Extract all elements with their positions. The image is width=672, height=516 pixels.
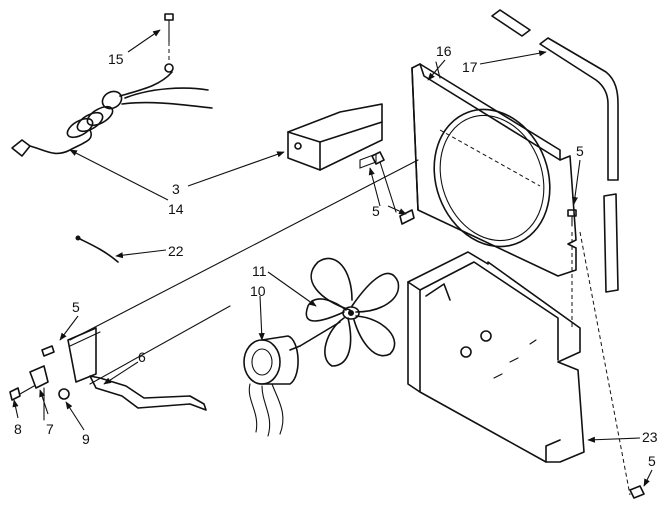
screw-part-5-right	[567, 209, 577, 227]
power-cord-part-14	[11, 71, 213, 157]
base-pan-part-23	[407, 251, 585, 463]
callout-7: 7	[46, 421, 54, 437]
callout-23: 23	[642, 429, 658, 445]
callout-17: 17	[462, 59, 478, 75]
screw-part-15	[164, 13, 174, 73]
motor-mount-part-6	[67, 327, 207, 411]
callout-5-left: 5	[72, 299, 80, 315]
callout-5-top: 5	[372, 203, 380, 219]
callout-10: 10	[250, 283, 266, 299]
callout-8: 8	[14, 421, 22, 437]
fan-shroud-part-16	[411, 61, 577, 277]
clip-part-7	[29, 365, 49, 421]
callout-5-right: 5	[576, 143, 584, 159]
callout-labels: 15 16 17 3 14 5 5 22 11 10 5 6 8 7 9 23 …	[14, 43, 658, 469]
nut-part-9	[58, 388, 70, 400]
fan-blade-part-11	[305, 257, 400, 367]
callout-3: 3	[172, 181, 180, 197]
callout-16: 16	[436, 43, 452, 59]
control-bracket-part-3	[287, 103, 383, 171]
wire-tie-part-22	[75, 235, 119, 263]
fan-motor-part-10	[243, 321, 341, 437]
leader-lines	[12, 29, 653, 487]
callout-15: 15	[108, 51, 124, 67]
seal-strips-part-17	[491, 9, 619, 293]
assembly-guide-lines	[69, 159, 631, 496]
screw-part-5-bottom	[629, 485, 645, 499]
callout-22: 22	[168, 243, 184, 259]
screw-part-5-top	[371, 151, 415, 225]
callout-9: 9	[82, 431, 90, 447]
screw-part-5-left	[41, 345, 55, 357]
callout-6: 6	[138, 349, 146, 365]
callout-5-bottom: 5	[648, 453, 656, 469]
screw-part-8	[9, 385, 35, 401]
callout-11: 11	[252, 263, 267, 279]
callout-14: 14	[168, 201, 184, 217]
